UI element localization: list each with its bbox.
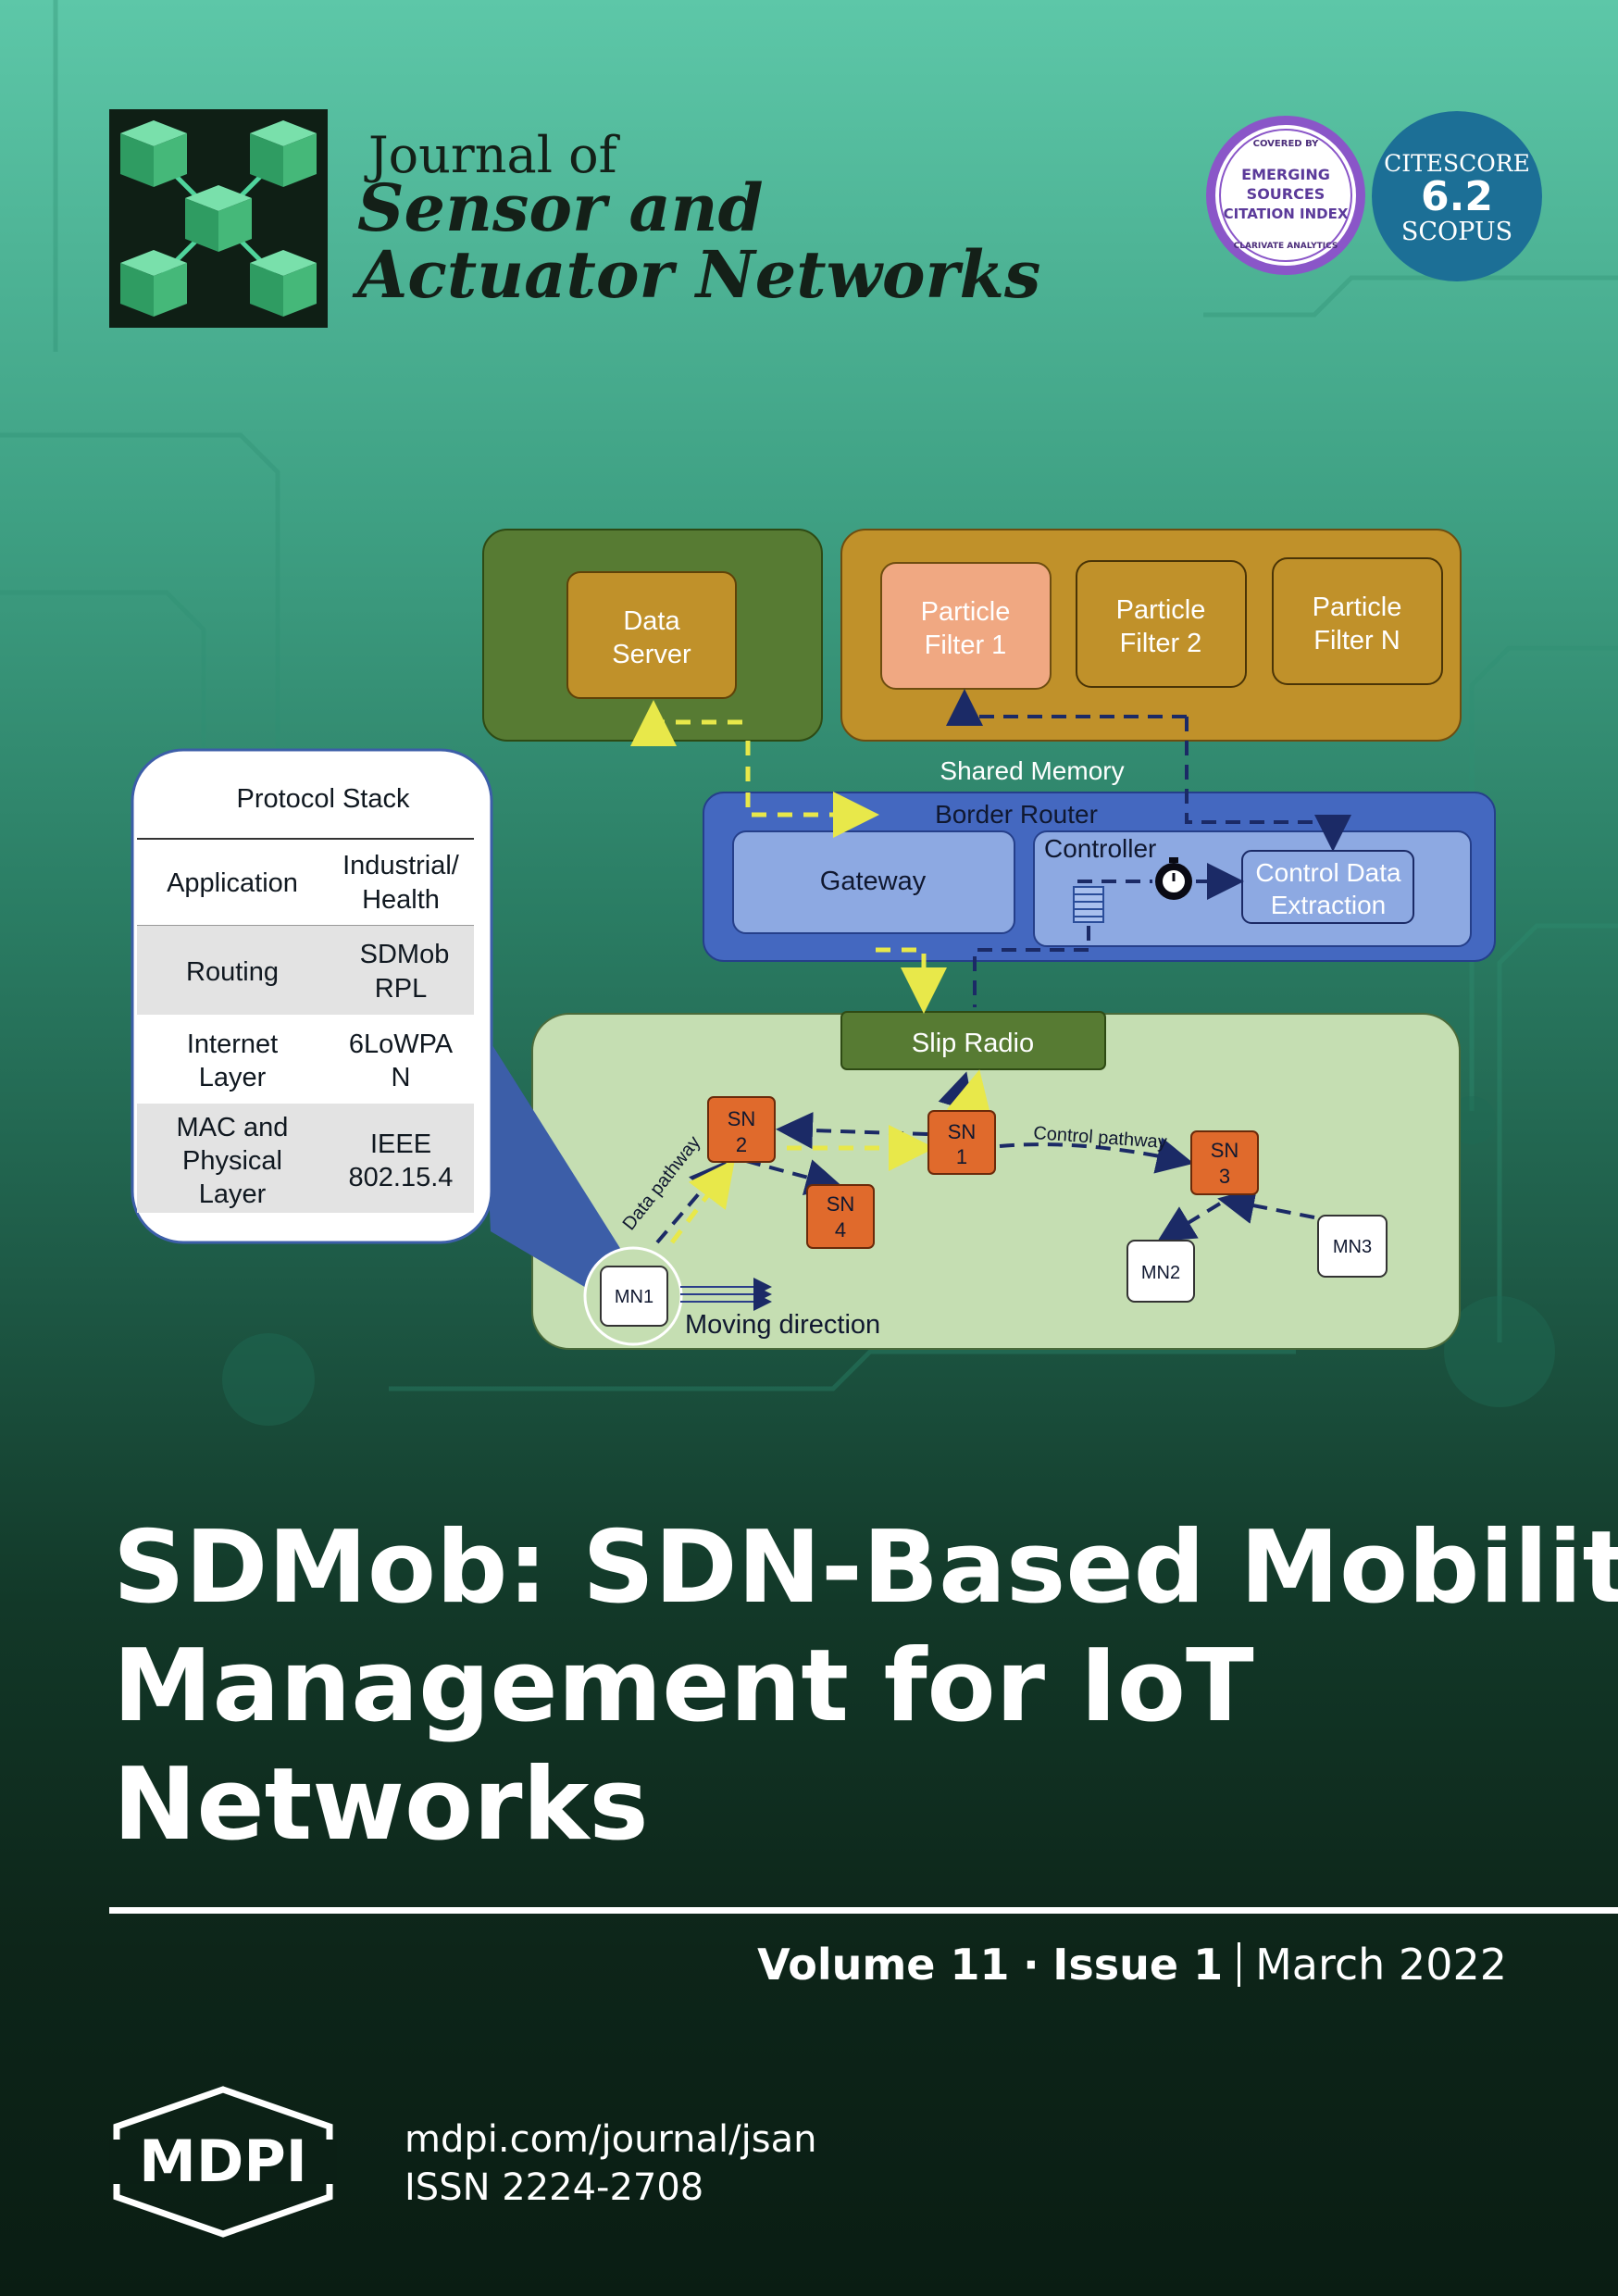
data-queue-icon <box>1073 886 1104 923</box>
issue-number: Issue 1 <box>1052 1940 1224 1990</box>
protocol-row-3-layer-1: Internet <box>187 1029 278 1059</box>
journal-logo-icon <box>109 109 328 328</box>
sensor-node-3 <box>1190 1130 1259 1195</box>
esci-bottom-text: CLARIVATE ANALYTICS <box>1234 242 1338 251</box>
protocol-row-2-layer: Routing <box>186 957 279 987</box>
sn2-label-2: 2 <box>736 1133 747 1156</box>
protocol-row-2-value-1: SDMob <box>360 940 450 969</box>
protocol-stack-card: Protocol Stack Application Industrial/ H… <box>131 748 493 1244</box>
mobile-node-2 <box>1126 1240 1195 1303</box>
volume-number: Volume 11 <box>757 1940 1010 1990</box>
sn1-label-1: SN <box>948 1120 977 1143</box>
mn3-label: MN3 <box>1333 1237 1372 1257</box>
mn1-label: MN1 <box>615 1287 653 1307</box>
esci-line-3: CITATION INDEX <box>1224 206 1349 222</box>
particle-filter-n-label-1: Particle <box>1313 593 1402 622</box>
sn4-label-1: SN <box>827 1192 855 1216</box>
border-router-label: Border Router <box>935 800 1098 829</box>
citescore-label: CITESCORE <box>1384 150 1530 177</box>
sn4-label-2: 4 <box>835 1218 846 1242</box>
controller-label: Controller <box>1044 834 1156 863</box>
issue-dot: · <box>1023 1940 1039 1990</box>
esci-line-2: SOURCES <box>1247 185 1326 203</box>
shared-memory-label: Shared Memory <box>940 756 1124 785</box>
protocol-row-3-value-2: N <box>392 1063 411 1092</box>
sensor-node-1 <box>927 1110 996 1175</box>
protocol-row-4-layer-2: Physical <box>182 1146 282 1176</box>
protocol-row-3-layer-2: Layer <box>199 1063 267 1092</box>
protocol-row-1-value-2: Health <box>362 885 440 915</box>
stopwatch-icon <box>1155 857 1192 900</box>
protocol-row-2-value-2: RPL <box>375 974 427 1004</box>
protocol-row-1-layer: Application <box>167 868 298 898</box>
protocol-row-4-value-1: IEEE <box>370 1129 431 1159</box>
citescore-source: SCOPUS <box>1400 218 1513 246</box>
protocol-row-4-layer-1: MAC and <box>177 1113 289 1142</box>
zoom-funnel <box>481 1028 639 1292</box>
mdpi-logo-icon: MDPI <box>109 2086 337 2238</box>
issue-info: Volume 11 · Issue 1 March 2022 <box>757 1940 1507 1990</box>
sensor-node-2 <box>707 1096 776 1163</box>
esci-top-text: COVERED BY <box>1253 139 1320 149</box>
protocol-row-3-value-1: 6LoWPA <box>349 1029 454 1059</box>
particle-filter-1-label-2: Filter 1 <box>925 630 1007 660</box>
journal-title-line-2: Sensor and <box>357 169 764 246</box>
slip-radio-box <box>840 1011 1106 1070</box>
data-server-label-2: Server <box>612 640 691 669</box>
citescore-value: 6.2 <box>1421 173 1493 220</box>
journal-title-line-1: Journal of <box>368 126 617 184</box>
protocol-stack-title: Protocol Stack <box>237 784 410 814</box>
article-title-line-2: Management for IoT <box>113 1628 1254 1744</box>
sn3-label-2: 3 <box>1219 1165 1230 1188</box>
particle-filter-2-box <box>1076 560 1247 688</box>
journal-title-line-3: Actuator Networks <box>357 236 1041 313</box>
particle-filter-2-label-2: Filter 2 <box>1120 629 1202 658</box>
particle-filter-n-label-2: Filter N <box>1313 626 1400 655</box>
particle-filter-n-box <box>1272 557 1443 685</box>
particle-filter-1-label-1: Particle <box>921 597 1011 627</box>
issue-separator <box>1238 1942 1241 1987</box>
esci-seal-badge: COVERED BY EMERGING SOURCES CITATION IND… <box>1206 116 1365 275</box>
sn1-label-2: 1 <box>956 1145 967 1168</box>
protocol-row-4-value-2: 802.15.4 <box>349 1163 454 1192</box>
journal-url[interactable]: mdpi.com/journal/jsan <box>404 2118 817 2161</box>
control-data-label-1: Control Data <box>1255 858 1401 887</box>
protocol-row-1-value-1: Industrial/ <box>342 851 460 880</box>
mobile-node-1 <box>600 1266 668 1327</box>
gateway-label: Gateway <box>820 867 927 896</box>
architecture-diagram: Data Server Particle Filter 1 Particle F… <box>131 529 1496 1350</box>
issue-date: March 2022 <box>1255 1940 1507 1990</box>
article-title-line-3: Networks <box>113 1747 649 1863</box>
particle-filter-2-label-1: Particle <box>1116 595 1206 625</box>
slip-radio-label: Slip Radio <box>912 1029 1034 1058</box>
esci-line-1: EMERGING <box>1241 166 1330 183</box>
control-data-label-2: Extraction <box>1271 891 1387 919</box>
journal-issn: ISSN 2224-2708 <box>404 2166 704 2209</box>
citescore-badge: CITESCORE 6.2 SCOPUS <box>1372 111 1542 281</box>
moving-direction-arrows <box>680 1278 772 1311</box>
sn2-label-1: SN <box>728 1107 756 1130</box>
mn2-label: MN2 <box>1141 1263 1180 1283</box>
title-divider <box>109 1907 1618 1914</box>
sensor-node-4 <box>806 1184 875 1249</box>
mobile-node-3 <box>1317 1215 1388 1278</box>
data-server-label-1: Data <box>623 606 680 636</box>
protocol-row-4-layer-3: Layer <box>199 1179 267 1209</box>
data-server-box <box>566 571 737 699</box>
sn3-label-1: SN <box>1211 1139 1239 1162</box>
moving-direction-label: Moving direction <box>685 1310 880 1340</box>
article-title: SDMob: SDN-Based Mobility Management for… <box>113 1509 1618 1865</box>
mdpi-logo-text: MDPI <box>139 2128 307 2195</box>
article-title-line-1: SDMob: SDN-Based Mobility <box>113 1510 1618 1626</box>
